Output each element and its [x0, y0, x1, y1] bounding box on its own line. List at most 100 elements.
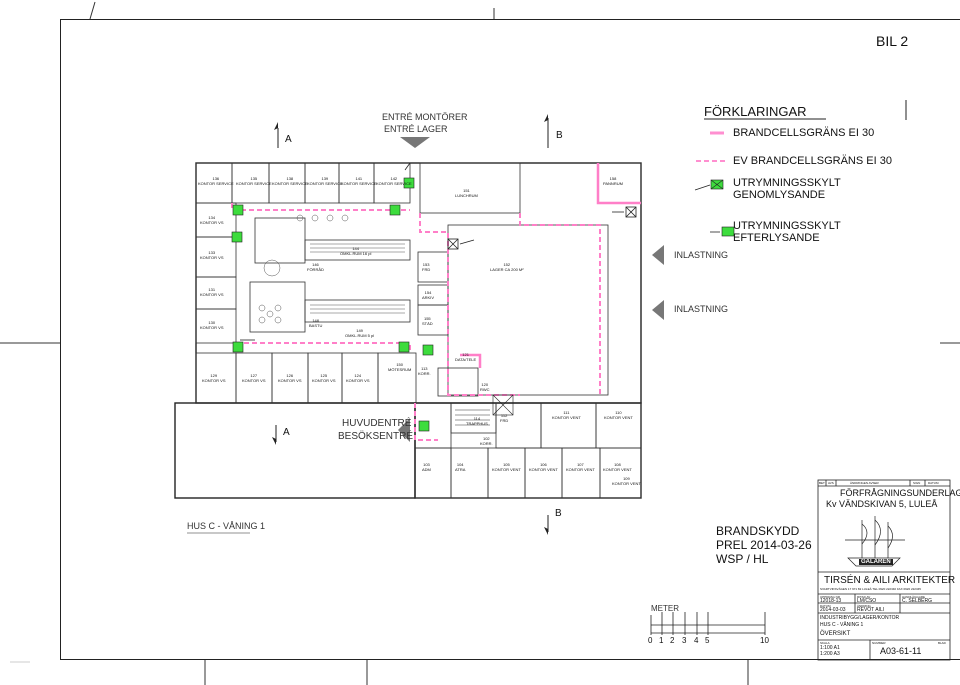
entrance-label-top-2: ENTRÉ LAGER	[384, 124, 448, 134]
section-mark-b-top: B	[556, 130, 563, 141]
architect-address: SVARTVIKSVÄGEN 17 971 82 LULEÅ TEL 0920 …	[820, 587, 921, 591]
skala-label: SKALA	[820, 641, 830, 645]
scale-tick-2: 2	[670, 636, 675, 645]
scale-unit: METER	[651, 604, 679, 613]
loading-label-1: INLASTNING	[674, 250, 729, 260]
scale-tick-0: 0	[648, 636, 653, 645]
section-mark-b-bottom: B	[555, 508, 562, 519]
scale-tick-3: 3	[682, 636, 687, 645]
legend-item-exit-sign-glow: UTRYMNINGSSKYLT EFTERLYSANDE	[733, 220, 841, 244]
entrance-label-top-1: ENTRÉ MONTÖRER	[382, 112, 468, 122]
drawing-number: A03-61-11	[880, 646, 922, 656]
skala-2: 1:200 A3	[820, 651, 840, 657]
scale-tick-10: 10	[760, 636, 769, 645]
rev-col-bet: BET	[819, 481, 825, 485]
rev-col-sign: SIGN	[913, 481, 921, 485]
datum-value: 2014-03-03	[820, 607, 846, 613]
sheet-label: BIL 2	[876, 33, 909, 49]
ritad-value: LM/CSO	[857, 598, 877, 604]
architect-name: TIRSÉN & AILI ARKITEKTER	[824, 575, 956, 586]
tender-header: FÖRFRÅGNINGSUNDERLAG	[840, 488, 960, 498]
datum-label: DATUM	[820, 604, 831, 608]
loading-label-2: INLASTNING	[674, 304, 729, 314]
handlaggare-value: C. SELBERG	[902, 598, 933, 604]
uppdrag-value: 12018-13	[820, 598, 842, 604]
sheet-frame-left	[60, 19, 61, 659]
nummer-label: NUMMER	[872, 641, 886, 645]
andrad-value: REVOT AILI	[857, 607, 885, 613]
entrance-label-main-2: BESÖKSENTRÉ	[338, 431, 414, 442]
stamp-line-1: BRANDSKYDD	[716, 524, 800, 538]
scale-tick-1: 1	[659, 636, 664, 645]
legend-item-exit-sign-lit: UTRYMNINGSSKYLT GENOMLYSANDE	[733, 177, 841, 201]
section-mark-a-top: A	[285, 134, 292, 145]
legend-item-fire-cell: BRANDCELLSGRÄNS EI 30	[733, 127, 875, 139]
ritad-label: RITAD AV	[857, 595, 871, 599]
skala-1: 1:100 A1	[820, 645, 840, 651]
description-3: ÖVERSIKT	[820, 631, 851, 637]
rev-col-datum: DATUM	[928, 481, 939, 485]
uppdrag-label: UPPDRAG NR	[820, 595, 841, 599]
scale-tick-4: 4	[694, 636, 699, 645]
sheet-frame-bottom	[60, 659, 960, 660]
entrance-label-main-1: HUVUDENTRÉ	[342, 418, 412, 429]
rev-col-avs: AVS	[828, 481, 834, 485]
scale-tick-5: 5	[705, 636, 710, 645]
blad-label: BLAD	[938, 641, 946, 645]
description-1: INDUSTRIBYGG/LAGER/KONTOR	[820, 615, 900, 621]
section-mark-a-bottom: A	[283, 427, 290, 438]
description-2: HUS C - VÅNING 1	[820, 622, 864, 628]
floor-label: HUS C - VÅNING 1	[187, 521, 266, 531]
logo-text: GALAREN	[859, 559, 893, 565]
project-name: Kv VÄNDSKIVAN 5, LULEÅ	[826, 499, 938, 509]
handlaggare-label: HANDLÄGGARE	[902, 595, 926, 599]
legend-item-possible-fire-cell: EV BRANDCELLSGRÄNS EI 30	[733, 155, 892, 167]
legend-title: FÖRKLARINGAR	[704, 104, 807, 119]
stamp-line-2: PREL 2014-03-26	[716, 538, 812, 552]
stamp-line-3: WSP / HL	[716, 552, 769, 566]
sheet-frame-top	[60, 19, 960, 20]
